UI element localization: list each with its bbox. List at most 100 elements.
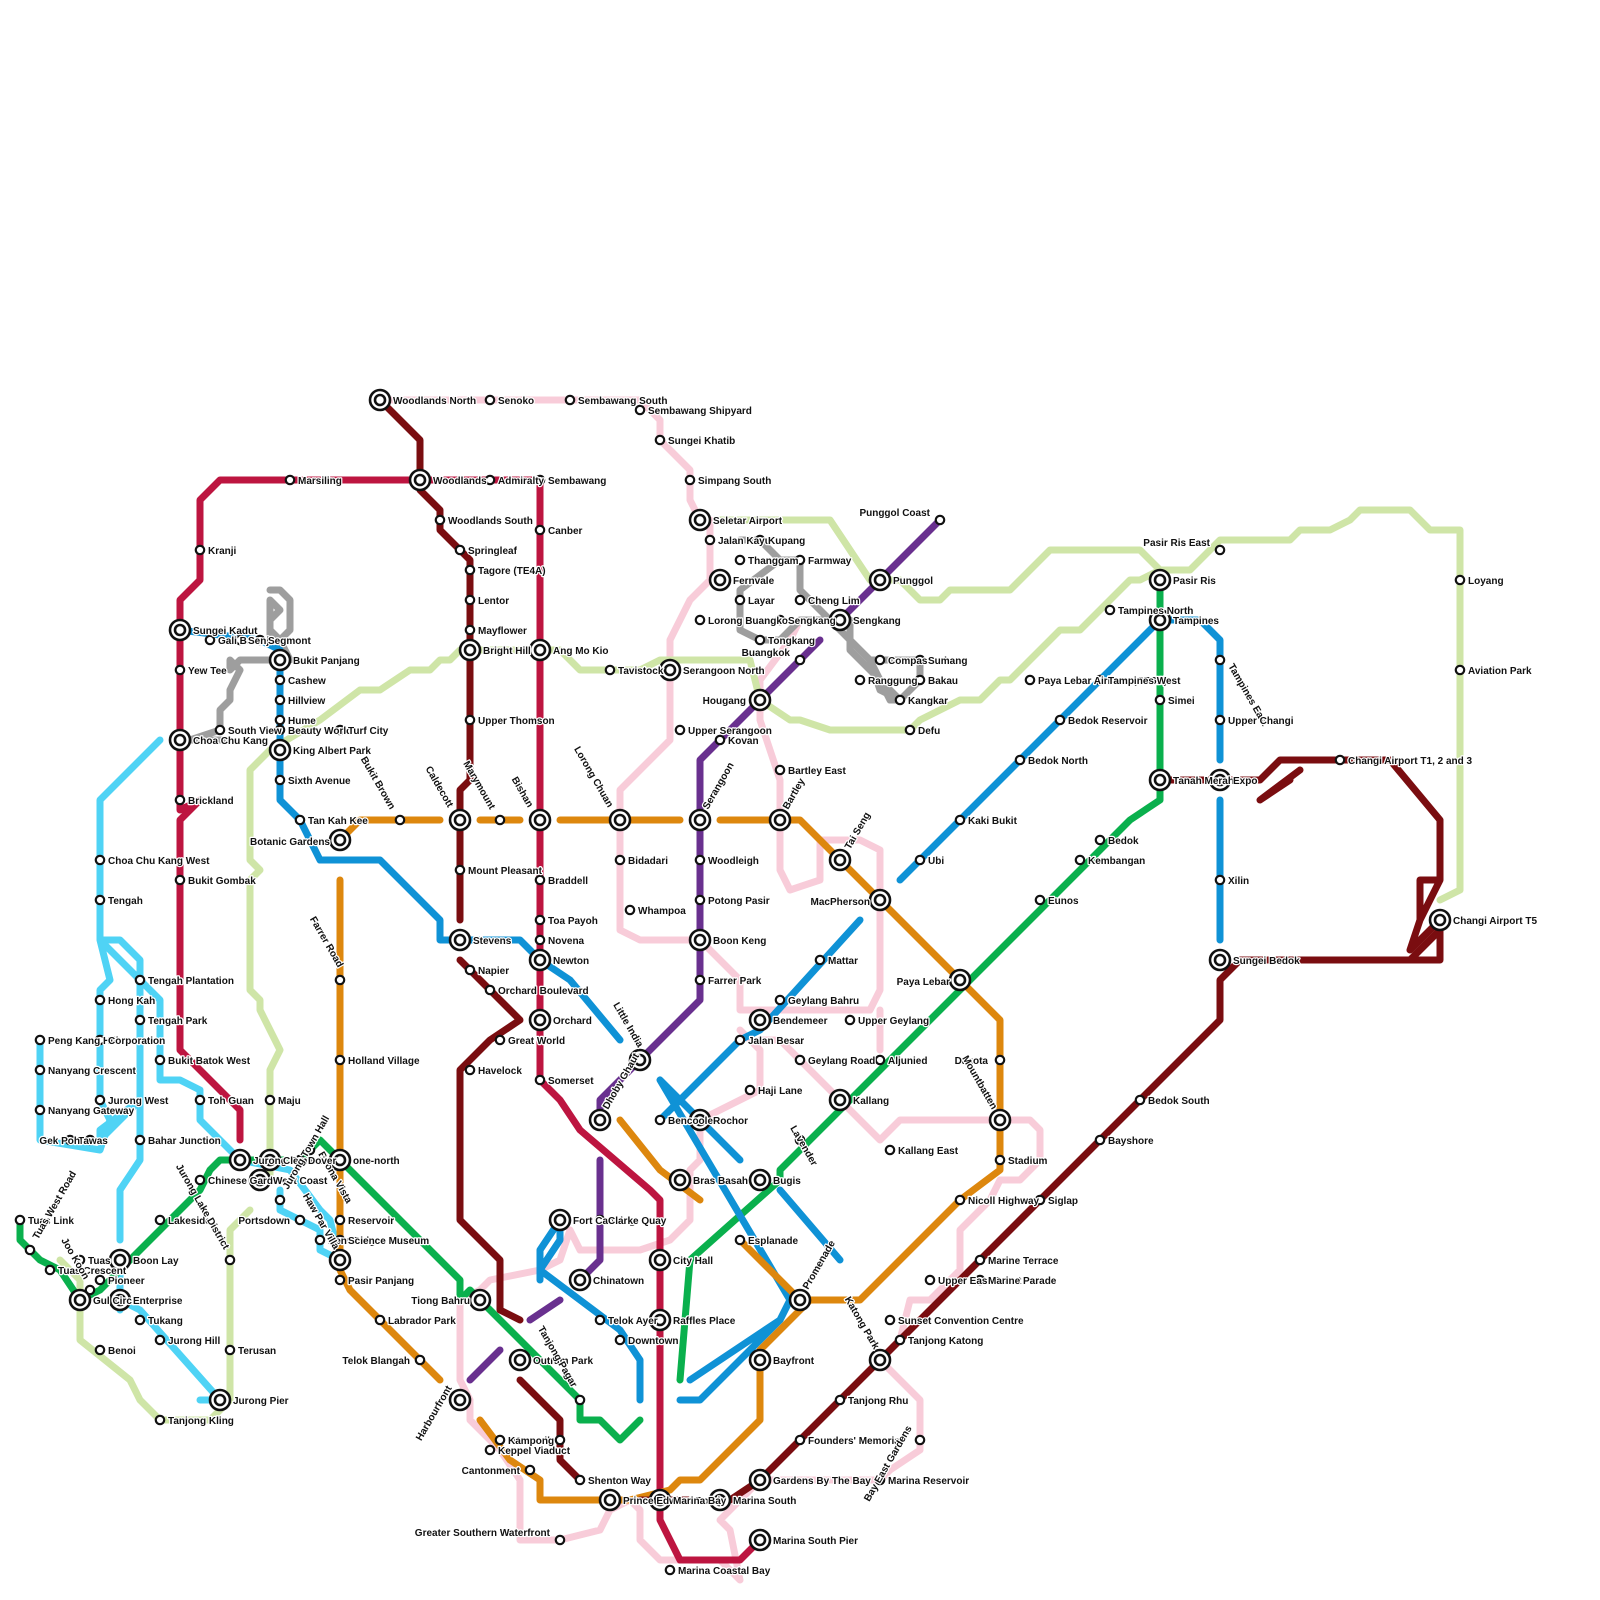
station-founders-memorial[interactable] — [794, 1434, 806, 1446]
station-lavender[interactable] — [794, 1134, 806, 1146]
station-sunset-convention-centre[interactable] — [884, 1314, 896, 1326]
station-tavistock[interactable] — [604, 664, 616, 676]
station-kangkar[interactable] — [894, 694, 906, 706]
station-fernvale[interactable] — [708, 568, 732, 592]
station-springleaf[interactable] — [454, 544, 466, 556]
station-portsdown[interactable] — [294, 1214, 306, 1226]
station-king-albert-park[interactable] — [268, 738, 292, 762]
station-chinatown[interactable] — [568, 1268, 592, 1292]
station-buona-vista[interactable] — [304, 1144, 316, 1156]
station-seletar-airport[interactable] — [688, 508, 712, 532]
station-woodlands[interactable] — [408, 468, 432, 492]
station-one-north[interactable] — [328, 1148, 352, 1172]
station-bahar-junction[interactable] — [134, 1134, 146, 1146]
station-lorong-buangkok[interactable] — [694, 614, 706, 626]
station-farrer-road[interactable] — [334, 974, 346, 986]
station-hougang[interactable] — [748, 688, 772, 712]
station-ubi[interactable] — [914, 854, 926, 866]
station-upper-thomson[interactable] — [464, 714, 476, 726]
station-choa-chu-kang[interactable] — [168, 728, 192, 752]
station-bayfront[interactable] — [748, 1348, 772, 1372]
station-woodlands-south[interactable] — [434, 514, 446, 526]
station-dakota[interactable] — [994, 1054, 1006, 1066]
station-tampines-north[interactable] — [1104, 604, 1116, 616]
station-gul-circle[interactable] — [68, 1288, 92, 1312]
station-haji-lane[interactable] — [744, 1084, 756, 1096]
station-keppel-viaduct[interactable] — [484, 1444, 496, 1456]
station-mount-pleasant[interactable] — [454, 864, 466, 876]
station-maxwell[interactable] — [554, 1434, 566, 1446]
station-tanjong-pagar[interactable] — [574, 1394, 586, 1406]
station-sembawang-shipyard[interactable] — [634, 404, 646, 416]
station-orchard-boulevard[interactable] — [484, 984, 496, 996]
station-maju[interactable] — [264, 1094, 276, 1106]
station-jurong-town-hall[interactable] — [274, 1194, 286, 1206]
station-dhoby-ghaut[interactable] — [588, 1108, 612, 1132]
station-tuas-crescent[interactable] — [44, 1264, 56, 1276]
station-jalan-kayu[interactable] — [704, 534, 716, 546]
station-nanyang-gateway[interactable] — [34, 1104, 46, 1116]
station-tampines-west[interactable] — [1094, 674, 1106, 686]
station-marsiling[interactable] — [284, 474, 296, 486]
station-great-world[interactable] — [494, 1034, 506, 1046]
station-somerset[interactable] — [534, 1074, 546, 1086]
station-jurong-east[interactable] — [228, 1148, 252, 1172]
station-bedok-south[interactable] — [1134, 1094, 1146, 1106]
station-west-coast[interactable] — [248, 1168, 272, 1192]
station-serangoon[interactable] — [688, 808, 712, 832]
station-sembawang-south[interactable] — [564, 394, 576, 406]
station-simpang-south[interactable] — [684, 474, 696, 486]
station-woodleigh[interactable] — [694, 854, 706, 866]
station-tai-seng[interactable] — [828, 848, 852, 872]
station-tanjong-katong[interactable] — [894, 1334, 906, 1346]
station-punggol[interactable] — [868, 568, 892, 592]
station-marina-south-pier[interactable] — [748, 1528, 772, 1552]
station-rochor[interactable] — [688, 1108, 712, 1132]
station-cashew[interactable] — [274, 674, 286, 686]
station-tiong-bahru[interactable] — [468, 1288, 492, 1312]
station-expo[interactable] — [1208, 768, 1232, 792]
station-holland-village[interactable] — [334, 1054, 346, 1066]
station-kampong[interactable] — [494, 1434, 506, 1446]
station-sengkang[interactable] — [774, 614, 786, 626]
station-ang-mo-kio[interactable] — [528, 638, 552, 662]
station-tanjong-kling[interactable] — [154, 1414, 166, 1426]
station-kaki-bukit[interactable] — [954, 814, 966, 826]
station-sixth-avenue[interactable] — [274, 774, 286, 786]
station-kranji[interactable] — [194, 544, 206, 556]
station-caldecott[interactable] — [448, 808, 472, 832]
station-woodlands-north[interactable] — [368, 388, 392, 412]
station-gali-batu[interactable] — [204, 634, 216, 646]
station-senoko[interactable] — [484, 394, 496, 406]
station-stevens[interactable] — [448, 928, 472, 952]
station-prince-edward-road[interactable] — [598, 1488, 622, 1512]
station-fort-canning[interactable] — [548, 1208, 572, 1232]
station-tawas[interactable] — [64, 1134, 76, 1146]
station-turf-city[interactable] — [334, 724, 346, 736]
station-bukit-batok-west[interactable] — [154, 1054, 166, 1066]
station-bishan[interactable] — [528, 808, 552, 832]
station-segmont[interactable] — [254, 634, 266, 646]
station-boon-keng[interactable] — [688, 928, 712, 952]
station-braddell[interactable] — [534, 874, 546, 886]
station-bartley-east[interactable] — [774, 764, 786, 776]
station-tengah[interactable] — [94, 894, 106, 906]
station-telok-blangah[interactable] — [414, 1354, 426, 1366]
station-reservoir[interactable] — [334, 1214, 346, 1226]
station-clementi[interactable] — [258, 1148, 282, 1172]
station-bendemeer[interactable] — [748, 1008, 772, 1032]
station-marina-south[interactable] — [708, 1488, 732, 1512]
station-science-museum[interactable] — [334, 1234, 346, 1246]
station-paya-lebar-airbase-cr6a[interactable] — [1024, 674, 1036, 686]
station-potong-pasir[interactable] — [694, 894, 706, 906]
station-labrador-park[interactable] — [374, 1314, 386, 1326]
station-bay-east-gardens[interactable] — [914, 1434, 926, 1446]
station-sungei-khatib[interactable] — [654, 434, 666, 446]
station-dover[interactable] — [294, 1154, 306, 1166]
station-farrer-park[interactable] — [694, 974, 706, 986]
station-tengah-park[interactable] — [134, 1014, 146, 1026]
station-macpherson[interactable] — [868, 888, 892, 912]
station-bedok-north[interactable] — [1014, 754, 1026, 766]
station-hillview[interactable] — [274, 694, 286, 706]
station-kupang[interactable] — [754, 534, 766, 546]
